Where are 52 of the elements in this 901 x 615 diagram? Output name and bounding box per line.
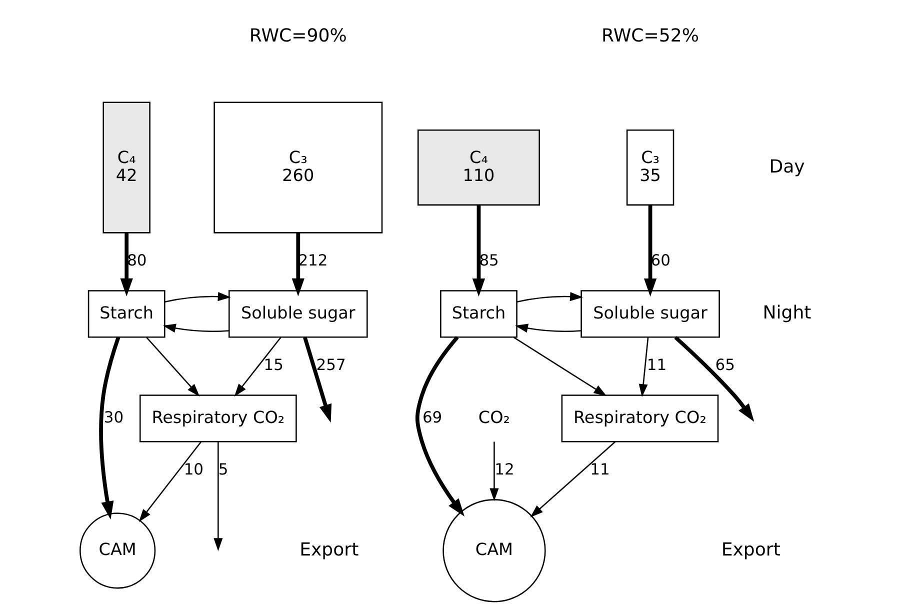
label: RWC=90% xyxy=(248,25,346,46)
arrow xyxy=(98,336,120,520)
arrow xyxy=(516,292,582,303)
arrow xyxy=(530,441,616,518)
edge-label: 85 xyxy=(478,252,498,270)
edge-label: 11 xyxy=(646,356,666,374)
node-box: C₃ 35 xyxy=(626,130,674,206)
node-box: C₄ 42 xyxy=(102,102,150,234)
label: Export xyxy=(299,539,358,560)
node-box: Starch xyxy=(87,290,165,338)
label: Export xyxy=(720,539,780,560)
arrow xyxy=(234,336,281,397)
node-box: Respiratory CO₂ xyxy=(560,394,718,442)
edge-label: 212 xyxy=(298,252,328,270)
arrow xyxy=(291,232,304,296)
label: Night xyxy=(762,302,811,324)
label: RWC=52% xyxy=(601,25,699,46)
node-box: Soluble sugar xyxy=(580,290,720,338)
arrow xyxy=(164,292,230,303)
label: Day xyxy=(768,156,804,178)
edge-label: 30 xyxy=(103,408,124,426)
node-box: C₄ 110 xyxy=(416,130,540,206)
arrow xyxy=(638,337,648,398)
arrow xyxy=(489,442,498,502)
node-box: Respiratory CO₂ xyxy=(139,394,296,442)
arrow xyxy=(472,205,485,297)
edge-label: 60 xyxy=(650,252,670,270)
arrow xyxy=(512,336,606,396)
edge-label: 11 xyxy=(590,460,610,479)
arrow xyxy=(138,441,202,522)
edge-label: 65 xyxy=(714,356,734,374)
node-box: C₃ 260 xyxy=(213,102,382,234)
arrow xyxy=(302,336,332,423)
edge-label: 10 xyxy=(183,460,204,479)
edge-label: 12 xyxy=(494,460,514,479)
node-circle: CAM xyxy=(79,512,156,589)
arrow xyxy=(514,324,581,333)
edge-label: 69 xyxy=(422,408,442,426)
edge-label: 5 xyxy=(218,460,228,479)
node-box: Soluble sugar xyxy=(228,290,368,338)
arrow xyxy=(643,205,656,297)
arrow xyxy=(162,324,228,333)
edge-label: 257 xyxy=(316,356,346,374)
arrow xyxy=(120,232,132,296)
node-text: CO₂ xyxy=(478,406,510,427)
arrow xyxy=(146,336,200,397)
arrow xyxy=(213,442,222,552)
arrow xyxy=(414,336,464,517)
node-box: Starch xyxy=(440,290,517,338)
edge-label: 15 xyxy=(263,356,283,374)
arrow xyxy=(674,336,754,422)
edge-label: 80 xyxy=(126,252,146,270)
